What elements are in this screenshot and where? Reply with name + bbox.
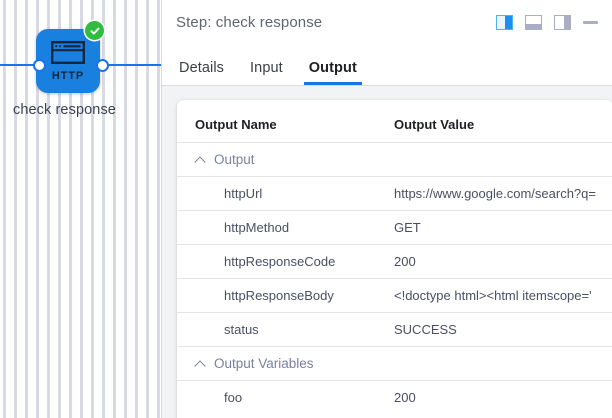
- tab-details[interactable]: Details: [179, 60, 225, 76]
- table-row[interactable]: foo 200: [177, 381, 612, 415]
- row-value: 200: [394, 390, 416, 405]
- http-browser-icon: [51, 40, 86, 69]
- edge-outgoing: [100, 64, 161, 66]
- column-header-output-name: Output Name: [177, 100, 392, 143]
- node-type-label: HTTP: [51, 69, 85, 82]
- output-table: Output Name Output Value Output: [177, 100, 612, 414]
- panel-tabs: Details Input Output: [162, 44, 612, 86]
- page-title: Step: check response: [176, 13, 323, 31]
- panel-body: Output Name Output Value Output: [162, 86, 612, 418]
- group-label: Output: [214, 152, 255, 167]
- layout-split-right-icon[interactable]: [496, 14, 513, 30]
- row-name: httpResponseBody: [177, 278, 392, 313]
- layout-dock-bottom-icon[interactable]: [525, 14, 542, 30]
- row-value: SUCCESS: [392, 312, 612, 347]
- row-name: httpUrl: [177, 176, 392, 211]
- table-group-row-output-variables[interactable]: Output Variables: [177, 346, 612, 381]
- group-name-cell: Output Variables: [177, 346, 392, 381]
- panel-header-actions: [496, 14, 598, 30]
- tab-input[interactable]: Input: [250, 60, 283, 76]
- group-name-cell: Output: [177, 142, 392, 177]
- chevron-up-icon[interactable]: [195, 155, 205, 165]
- row-value: https://www.google.com/search?q=: [392, 176, 612, 211]
- group-value-cell: [392, 142, 612, 177]
- tab-output[interactable]: Output: [303, 60, 363, 85]
- table-row[interactable]: httpUrl https://www.google.com/search?q=: [177, 176, 612, 211]
- panel-header: Step: check response: [162, 0, 612, 44]
- row-name: httpResponseCode: [177, 244, 392, 279]
- table-row[interactable]: httpResponseBody <!doctype html><html it…: [177, 278, 612, 313]
- check-circle-icon: [85, 21, 104, 40]
- edge-incoming: [0, 64, 38, 66]
- layout-dock-right-icon[interactable]: [554, 14, 571, 30]
- chevron-up-icon[interactable]: [195, 359, 205, 369]
- node-input-port[interactable]: [33, 59, 46, 72]
- column-header-output-value: Output Value: [392, 100, 612, 143]
- row-name: httpMethod: [177, 210, 392, 245]
- workflow-canvas[interactable]: HTTP check response: [0, 0, 161, 418]
- row-value: <!doctype html><html itemscope=': [392, 278, 612, 313]
- node-label: check response: [13, 102, 116, 118]
- table-row[interactable]: httpResponseCode 200: [177, 244, 612, 279]
- node-icon-group: HTTP: [36, 29, 100, 93]
- row-name: status: [177, 312, 392, 347]
- group-label: Output Variables: [214, 356, 314, 371]
- node-check-response[interactable]: HTTP: [36, 29, 100, 93]
- step-detail-panel: Step: check response Details Input Outpu…: [161, 0, 612, 418]
- group-value-cell: [392, 346, 612, 381]
- output-table-card: Output Name Output Value Output: [177, 100, 612, 418]
- node-output-port[interactable]: [96, 59, 109, 72]
- table-row[interactable]: httpMethod GET: [177, 210, 612, 245]
- row-value: 200: [392, 244, 612, 279]
- row-name: foo: [224, 390, 243, 405]
- table-header-row: Output Name Output Value: [177, 100, 612, 143]
- minimize-icon[interactable]: [583, 20, 598, 24]
- table-group-row-output[interactable]: Output: [177, 142, 612, 177]
- row-value: GET: [392, 210, 612, 245]
- table-row[interactable]: status SUCCESS: [177, 312, 612, 347]
